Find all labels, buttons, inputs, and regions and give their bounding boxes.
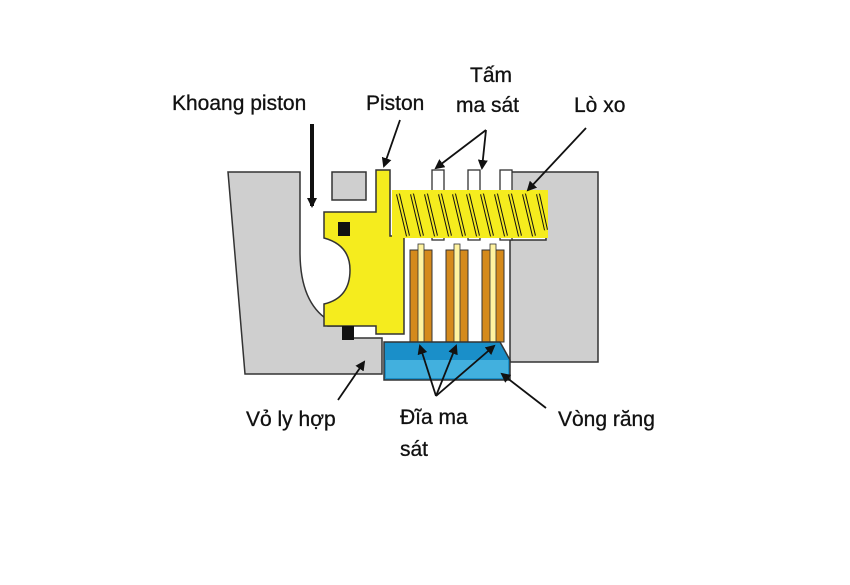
label-vo-ly-hop: Vỏ ly hợp [246, 408, 336, 431]
label-lo-xo: Lò xo [574, 94, 626, 117]
arrow-vong-rang [500, 372, 547, 409]
friction-discs [409, 243, 505, 349]
arrow-tam-ma-sat-2 [477, 129, 488, 170]
leader-lines [307, 119, 587, 409]
return-spring [392, 190, 548, 238]
label-khoang-piston: Khoang piston [172, 92, 307, 115]
label-dia-ma-sat-line2: sát [400, 438, 429, 461]
label-vong-rang: Vòng răng [558, 408, 655, 431]
arrow-piston [381, 119, 401, 168]
arrow-dia-ma-sat-3 [435, 344, 496, 397]
arrow-dia-ma-sat-1 [417, 344, 437, 397]
label-tam-ma-sat-line1: Tấm [470, 64, 512, 87]
arrow-dia-ma-sat-2 [435, 344, 458, 397]
label-piston: Piston [366, 92, 425, 115]
piston-seal-upper [338, 222, 350, 236]
label-tam-ma-sat-line2: ma sát [456, 94, 520, 117]
arrow-lo-xo [526, 127, 587, 192]
housing-upper-block [331, 171, 367, 201]
clutch-housing-left [227, 171, 383, 375]
piston [323, 169, 405, 335]
arrow-tam-ma-sat-1 [434, 129, 487, 170]
label-dia-ma-sat-line1: Đĩa ma [400, 406, 468, 429]
arrow-vo-ly-hop [337, 360, 366, 401]
piston-seal-lower [342, 326, 354, 340]
